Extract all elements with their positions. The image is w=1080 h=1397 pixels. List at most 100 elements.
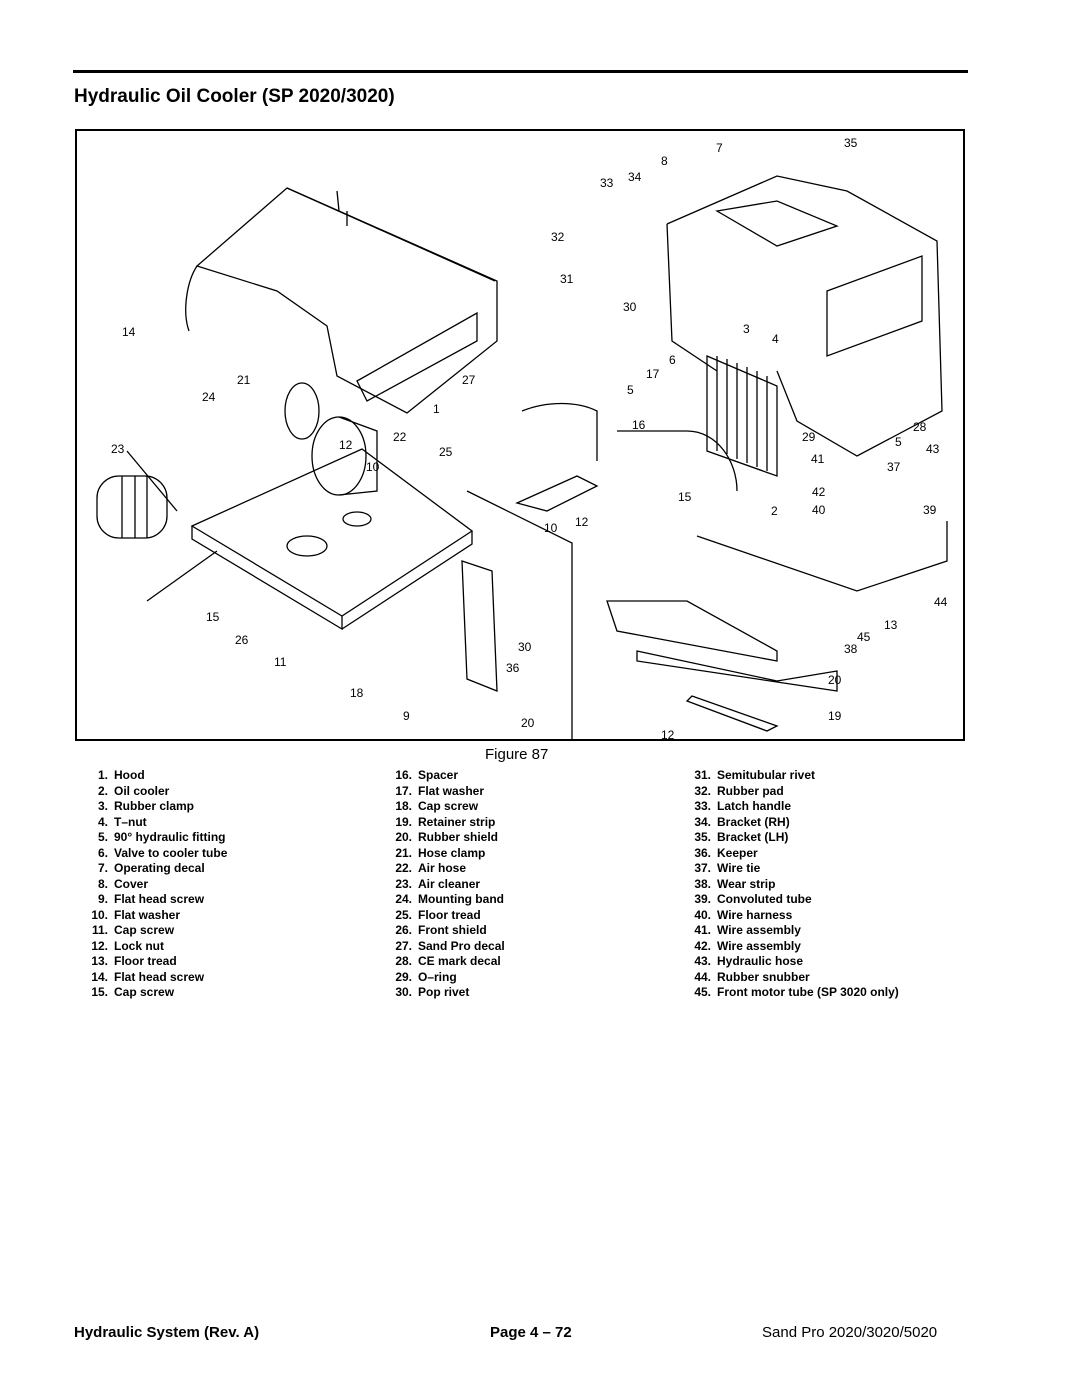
exploded-parts-diagram: 35 7 8 33 34 32 31 30 3 4 14 6 17 21 27 …	[75, 129, 965, 741]
callout-label: 17	[646, 367, 660, 381]
callout-label: 20	[828, 673, 842, 687]
legend-item: 44.Rubber snubber	[683, 970, 899, 986]
legend-item-label: Operating decal	[114, 861, 205, 875]
legend-item: 13.Floor tread	[80, 954, 227, 970]
legend-item-label: Bracket (LH)	[717, 830, 789, 844]
legend-item-number: 3.	[97, 799, 108, 813]
legend-item-number: 11.	[91, 923, 108, 937]
figure-caption: Figure 87	[485, 746, 549, 763]
callout-label: 32	[551, 230, 565, 244]
legend-item: 29.O–ring	[384, 970, 505, 986]
callout-label: 24	[202, 390, 216, 404]
legend-item-label: Pop rivet	[418, 985, 470, 999]
callout-label: 30	[623, 300, 637, 314]
legend-item-number: 24.	[395, 892, 412, 906]
legend-item-label: Wire tie	[717, 861, 761, 875]
legend-item-label: Mounting band	[418, 892, 504, 906]
legend-item-number: 29.	[395, 969, 412, 984]
legend-item-label: Valve to cooler tube	[114, 845, 228, 860]
callout-labels: 35 7 8 33 34 32 31 30 3 4 14 6 17 21 27 …	[111, 136, 948, 739]
legend-item-number: 45.	[694, 985, 711, 999]
legend-item: 28. CE mark decal	[384, 954, 505, 970]
legend-item-label: Cap screw	[114, 985, 175, 999]
legend-item-number: 4.	[97, 814, 108, 829]
legend-item-number: 38.	[694, 876, 711, 891]
legend-item: 40.Wire harness	[683, 908, 899, 924]
legend-item-number: 42.	[694, 938, 711, 953]
legend-item-number: 20.	[395, 830, 412, 844]
legend-item-number: 2.	[97, 783, 108, 798]
callout-label: 21	[237, 373, 251, 387]
legend-item-number: 34.	[694, 814, 711, 829]
legend-item-label: Hood	[114, 768, 145, 782]
legend-item-label: Floor tread	[418, 907, 481, 922]
legend-item: 43.Hydraulic hose	[683, 954, 899, 970]
legend-item-label: Retainer strip	[418, 814, 496, 829]
legend-item: 42. Wire assembly	[683, 939, 899, 955]
legend-item-label: Semitubular rivet	[717, 768, 816, 782]
legend-item: 11.Cap screw	[80, 923, 227, 939]
callout-label: 16	[632, 418, 646, 432]
callout-label: 12	[575, 515, 589, 529]
legend-item: 33.Latch handle	[683, 799, 899, 815]
legend-item: 22.Air hose	[384, 861, 505, 877]
legend-item-number: 12.	[91, 938, 108, 953]
legend-item-label: Wire assembly	[717, 938, 801, 953]
callout-label: 20	[521, 716, 535, 730]
legend-item-number: 21.	[395, 845, 412, 860]
legend-item: 20. Rubber shield	[384, 830, 505, 846]
legend-item: 9.Flat head screw	[80, 892, 227, 908]
legend-item-number: 39.	[694, 892, 711, 906]
callout-label: 28	[913, 420, 927, 434]
legend-item: 24. Mounting band	[384, 892, 505, 908]
callout-label: 7	[716, 141, 723, 155]
legend-item: 8.Cover	[80, 877, 227, 893]
legend-item-number: 44.	[694, 969, 711, 984]
legend-item-number: 35.	[694, 830, 711, 844]
legend-item-number: 31.	[694, 768, 711, 782]
legend-item-number: 8.	[97, 876, 108, 891]
legend-item-number: 17.	[395, 783, 412, 798]
callout-label: 38	[844, 642, 858, 656]
callout-label: 6	[669, 353, 676, 367]
callout-label: 36	[506, 661, 520, 675]
callout-label: 11	[274, 655, 287, 669]
legend-item: 34.Bracket (RH)	[683, 815, 899, 831]
callout-label: 15	[206, 610, 220, 624]
footer-section-title: Hydraulic System (Rev. A)	[74, 1324, 260, 1341]
callout-label: 42	[812, 485, 826, 499]
legend-item: 37.Wire tie	[683, 861, 899, 877]
callout-label: 9	[403, 709, 410, 723]
legend-item: 1.Hood	[80, 768, 227, 784]
legend-item: 45.Front motor tube (SP 3020 only)	[683, 985, 899, 1001]
callout-label: 2	[771, 504, 778, 518]
callout-label: 26	[235, 633, 249, 647]
legend-item-label: Rubber shield	[418, 830, 499, 844]
legend-item-number: 7.	[97, 861, 108, 875]
legend-item-number: 28.	[395, 954, 412, 968]
callout-label: 22	[393, 430, 407, 444]
legend-item: 3.Rubber clamp	[80, 799, 227, 815]
legend-item: 27.Sand Pro decal	[384, 938, 504, 955]
legend-item-label: Flat head screw	[114, 892, 205, 906]
legend-item-label: T–nut	[114, 814, 147, 829]
legend-item-label: CE mark decal	[418, 954, 501, 968]
legend-item: 2.Oil cooler	[80, 784, 227, 800]
legend-item-number: 23.	[395, 876, 412, 891]
legend-item-number: 18.	[395, 799, 412, 813]
callout-label: 33	[600, 176, 614, 190]
legend-item: 4. T–nut	[80, 815, 227, 831]
legend-item-label: Latch handle	[717, 799, 792, 813]
legend-item-number: 27.	[395, 938, 412, 953]
callout-label: 5	[627, 383, 634, 397]
legend-item-label: Hose clamp	[418, 845, 486, 860]
legend-item-number: 26.	[395, 923, 412, 937]
legend-item-number: 15.	[91, 985, 108, 999]
legend-item-label: Air cleaner	[418, 876, 481, 891]
parts-illustration: 35 7 8 33 34 32 31 30 3 4 14 6 17 21 27 …	[96, 136, 948, 739]
legend-item: 23. Air cleaner	[384, 877, 505, 893]
callout-label: 23	[111, 442, 125, 456]
legend-item-number: 10.	[91, 907, 108, 922]
callout-label: 1	[433, 402, 440, 416]
